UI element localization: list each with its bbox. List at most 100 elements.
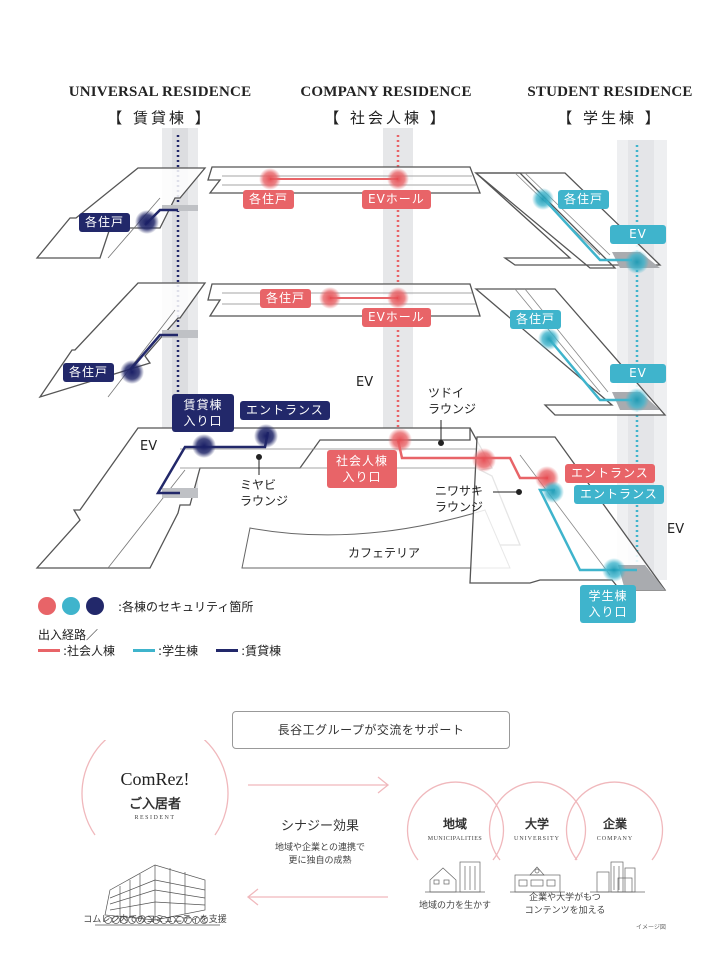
- student-entrance2-tag: エントランス: [574, 485, 664, 504]
- universal-entrance-tag: 賃貸棟 入り口: [172, 394, 234, 432]
- arrow-right-head: [377, 776, 390, 794]
- security-dot-student-unit-top: [532, 188, 554, 210]
- company-entrance2-tag: エントランス: [565, 464, 655, 483]
- legend-dot-red: [38, 597, 56, 615]
- miyabi-line1: ミヤビ: [240, 478, 277, 492]
- partner-municipalities-subtitle: MUNICIPALITIES: [427, 836, 483, 842]
- security-dot-student-unit-mid: [538, 328, 560, 350]
- company-arc: [565, 781, 664, 861]
- student-elevator-shaft: [617, 140, 667, 580]
- cafeteria-label: カフェテリア: [348, 546, 421, 560]
- university-icon: [510, 866, 565, 893]
- legend-route-title: 出入経路／: [38, 628, 99, 642]
- resident-subtitle: RESIDENT: [134, 815, 176, 821]
- student-route-mid: [549, 339, 632, 402]
- security-dot-universal-entrance: [254, 424, 278, 448]
- universal-entrance2-tag: エントランス: [240, 401, 330, 420]
- universal-residence-title: UNIVERSAL RESIDENCE: [68, 84, 252, 100]
- universal-entrance-line2: 入り口: [183, 414, 223, 428]
- comrez-logo: ComRez!: [120, 769, 190, 789]
- caption-contents-line1: 企業や大学がもつ: [529, 893, 601, 903]
- municipalities-arc: [406, 781, 505, 861]
- universal-route-mid: [129, 333, 178, 371]
- security-dot-company-unit-top: [259, 168, 281, 190]
- legend-security-text: :各棟のセキュリティ箇所: [118, 599, 254, 614]
- niwasaki-lounge-label: ニワサキ ラウンジ: [435, 483, 483, 515]
- security-dot-student-entrance: [542, 481, 564, 503]
- company-unit-tag-mid: 各住戸: [260, 289, 312, 308]
- niwasaki-line1: ニワサキ: [435, 484, 484, 498]
- security-dot-student-gate: [602, 558, 626, 582]
- company-residence-title: COMPANY RESIDENCE: [300, 84, 472, 100]
- security-dot-company-evhall-top: [387, 168, 409, 190]
- company-evhall-tag-top: EVホール: [362, 190, 431, 209]
- security-dot-company-gate: [472, 448, 496, 472]
- security-dot-universal-unit-mid: [120, 360, 144, 384]
- tsudoi-line1: ツドイ: [428, 386, 465, 400]
- company-evhall-tag-mid: EVホール: [362, 308, 431, 327]
- tsudoi-pointer-dot: [438, 440, 444, 446]
- miyabi-pointer-dot: [256, 454, 262, 460]
- support-box: 長谷工グループが交流をサポート: [232, 711, 510, 749]
- student-residence-subtitle: 【 学生棟 】: [557, 109, 663, 127]
- universal-ev-label: EV: [140, 439, 158, 454]
- arrow-left-head: [246, 888, 259, 906]
- tsudoi-line2: ラウンジ: [428, 402, 477, 416]
- resident-title: ご入居者: [128, 797, 181, 812]
- student-ev-tag-top: EV: [610, 225, 666, 244]
- caption-contents-line2: コンテンツを加える: [524, 906, 606, 916]
- legend-route-cyan-swatch: [133, 649, 156, 652]
- student-ev-label: EV: [667, 522, 685, 537]
- support-graphics: [81, 740, 664, 926]
- partner-company-subtitle: COMPANY: [596, 836, 634, 842]
- resident-building-icon: [95, 864, 220, 926]
- miyabi-line2: ラウンジ: [240, 494, 289, 508]
- partner-university-subtitle: UNIVERSITY: [514, 836, 560, 842]
- legend-dot-navy: [86, 597, 104, 615]
- company-entrance-line1: 社会人棟: [335, 454, 388, 468]
- security-dot-universal-gate: [192, 434, 216, 458]
- university-arc: [488, 781, 587, 861]
- resident-caption: コムレジ内でのコミュニティを支援: [83, 915, 227, 925]
- universal-entrance-line1: 賃貸棟: [183, 398, 223, 412]
- universal-residence-subtitle: 【 賃貸棟 】: [107, 109, 213, 127]
- synergy-line1: 地域や企業との連携で: [275, 843, 365, 853]
- tsudoi-lounge-label: ツドイ ラウンジ: [428, 385, 476, 417]
- company-residence-subtitle: 【 社会人棟 】: [324, 109, 448, 127]
- partner-company-title: 企業: [602, 817, 627, 831]
- company-entrance-tag: 社会人棟 入り口: [327, 450, 397, 488]
- student-unit-tag-top: 各住戸: [558, 190, 610, 209]
- security-dot-student-ev-top: [625, 250, 649, 274]
- security-dot-company-unit-mid: [319, 287, 341, 309]
- miyabi-lounge-label: ミヤビ ラウンジ: [240, 477, 288, 509]
- student-residence-title: STUDENT RESIDENCE: [527, 84, 693, 100]
- company-buildings-icon: [590, 861, 645, 893]
- security-dot-company-ev-ground: [388, 428, 412, 452]
- student-unit-tag-mid: 各住戸: [510, 310, 562, 329]
- company-unit-tag-top: 各住戸: [243, 190, 295, 209]
- student-ev-tag-mid: EV: [610, 364, 666, 383]
- partner-university-title: 大学: [524, 817, 549, 831]
- niwasaki-pointer-dot: [516, 489, 522, 495]
- security-dot-company-evhall-mid: [387, 287, 409, 309]
- image-note: イメージ図: [636, 924, 666, 931]
- student-route-top: [544, 199, 632, 262]
- legend-route-company: :社会人棟: [63, 644, 116, 658]
- caption-region: 地域の力を生かす: [418, 901, 491, 911]
- company-route-ground: [396, 439, 548, 480]
- legend-route-navy-swatch: [216, 649, 239, 652]
- synergy-title: シナジー効果: [280, 819, 359, 834]
- municipalities-icon: [425, 861, 485, 893]
- student-entrance-line1: 学生棟: [588, 589, 628, 603]
- legend-route-student: :学生棟: [158, 644, 199, 658]
- legend-route-red-swatch: [38, 649, 60, 652]
- universal-unit-tag-mid: 各住戸: [63, 363, 115, 382]
- student-entrance-tag: 学生棟 入り口: [580, 585, 636, 623]
- legend-routes: :社会人棟 :学生棟 :賃貸棟: [38, 642, 281, 659]
- company-entrance-line2: 入り口: [342, 470, 382, 484]
- student-entrance-line2: 入り口: [588, 605, 628, 619]
- legend-dot-cyan: [62, 597, 80, 615]
- partner-municipalities-title: 地域: [442, 817, 467, 831]
- security-dot-student-ev-mid: [625, 388, 649, 412]
- synergy-line2: 更に独自の成熟: [288, 856, 352, 866]
